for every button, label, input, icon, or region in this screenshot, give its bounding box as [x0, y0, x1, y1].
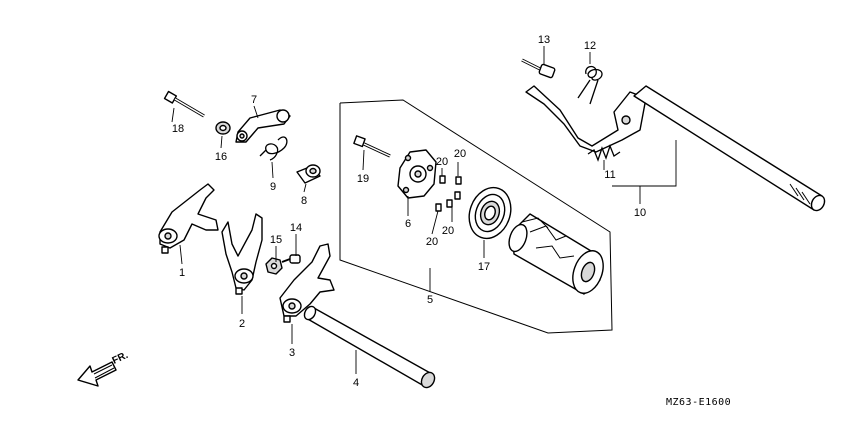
part-1-shift-fork	[158, 183, 219, 254]
callout-19: 19	[357, 173, 369, 185]
callout-20-d: 20	[426, 236, 438, 248]
front-label: FR.	[111, 350, 130, 367]
callout-20-b: 20	[454, 148, 466, 160]
part-8-collar	[296, 164, 321, 184]
callout-16: 16	[215, 151, 227, 163]
part-2-shift-fork	[221, 213, 263, 295]
diagram-code: MZ63-E1600	[666, 397, 731, 408]
callout-6: 6	[405, 218, 411, 230]
part-11-spring	[587, 144, 621, 162]
part-10-gearshift-spindle	[525, 85, 826, 212]
part-6-drum-plate	[397, 149, 437, 199]
callout-8: 8	[301, 195, 307, 207]
callout-17: 17	[478, 261, 490, 273]
callout-18: 18	[172, 123, 184, 135]
part-17-bearing	[468, 186, 512, 240]
callout-2: 2	[239, 318, 245, 330]
callout-20-a: 20	[436, 156, 448, 168]
assembly-5-outline	[339, 99, 613, 334]
callout-1: 1	[179, 267, 185, 279]
callout-15: 15	[270, 234, 282, 246]
part-14-screw	[281, 254, 301, 264]
shift-drum	[508, 213, 604, 295]
part-16-washer	[215, 121, 231, 135]
part-18-bolt	[163, 90, 205, 118]
part-19-bolt	[353, 135, 391, 158]
callout-14: 14	[290, 222, 302, 234]
part-13-bolt	[521, 58, 556, 79]
callout-9: 9	[270, 181, 276, 193]
callout-5: 5	[427, 294, 433, 306]
part-15-nut	[265, 257, 283, 275]
callout-3: 3	[289, 347, 295, 359]
callout-12: 12	[584, 40, 596, 52]
callout-20-c: 20	[442, 225, 454, 237]
part-4-fork-shaft	[303, 305, 436, 389]
part-9-spring	[259, 136, 288, 161]
part-20-pins	[435, 175, 462, 212]
callout-13: 13	[538, 34, 550, 46]
part-3-shift-fork	[279, 243, 335, 323]
callout-11: 11	[604, 169, 615, 181]
leader-lines	[171, 46, 677, 374]
part-12-spring	[577, 65, 603, 105]
callout-10: 10	[634, 207, 646, 219]
front-arrow-icon	[77, 361, 117, 387]
front-direction-indicator: FR.	[77, 350, 130, 387]
part-7-stopper-arm	[235, 109, 291, 143]
callout-4: 4	[353, 377, 359, 389]
callout-labels: 1 2 3 4 5 6 7 8 9 10 11 12 13 14 15 16 1…	[172, 34, 646, 389]
callout-7: 7	[251, 94, 257, 106]
